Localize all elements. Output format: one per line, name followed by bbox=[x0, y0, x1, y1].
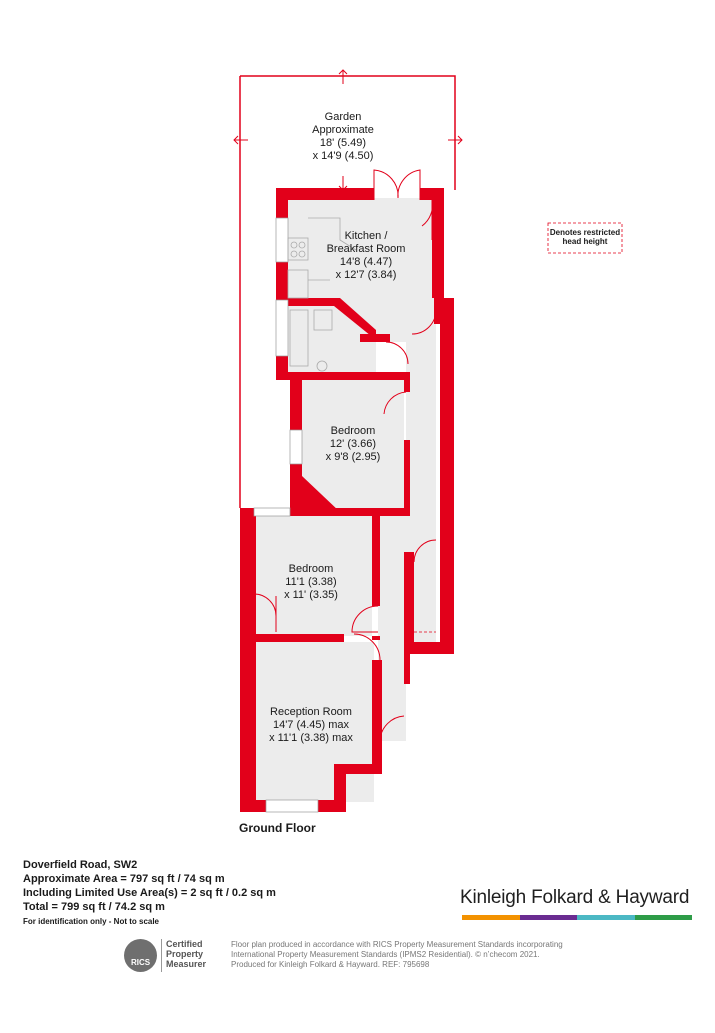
svg-text:Bedroom: Bedroom bbox=[289, 563, 334, 575]
brand-name: Kinleigh Folkard & Hayward bbox=[460, 887, 690, 908]
svg-text:x 9'8 (2.95): x 9'8 (2.95) bbox=[326, 451, 381, 463]
property-info: Doverfield Road, SW2 Approximate Area = … bbox=[23, 858, 276, 929]
brand-bar-green bbox=[634, 915, 692, 920]
brand-bar-purple bbox=[519, 915, 577, 920]
svg-text:x 12'7 (3.84): x 12'7 (3.84) bbox=[336, 269, 397, 281]
limited-use-area: Including Limited Use Area(s) = 2 sq ft … bbox=[23, 887, 276, 899]
svg-text:12' (3.66): 12' (3.66) bbox=[330, 438, 376, 450]
svg-text:x 11' (3.35): x 11' (3.35) bbox=[284, 589, 338, 601]
garden-label: Garden Approximate 18' (5.49) x 14'9 (4.… bbox=[312, 111, 374, 162]
svg-text:14'7 (4.45) max: 14'7 (4.45) max bbox=[273, 719, 350, 731]
brand-color-bar bbox=[462, 915, 692, 920]
rics-logo: RICS bbox=[124, 939, 157, 972]
svg-text:Garden: Garden bbox=[325, 111, 362, 123]
svg-text:Approximate: Approximate bbox=[312, 124, 374, 136]
brand-bar-orange bbox=[462, 915, 520, 920]
svg-text:x 14'9 (4.50): x 14'9 (4.50) bbox=[313, 150, 374, 162]
floor-label: Ground Floor bbox=[239, 821, 316, 835]
footer-note: Floor plan produced in accordance with R… bbox=[231, 940, 611, 970]
walls bbox=[240, 188, 454, 812]
address: Doverfield Road, SW2 bbox=[23, 859, 138, 871]
legend-line-1: Denotes restricted bbox=[549, 228, 621, 237]
bedroom-1-label: Bedroom 12' (3.66) x 9'8 (2.95) bbox=[326, 425, 381, 463]
rics-line-1: Certified bbox=[166, 939, 203, 949]
svg-text:x 11'1 (3.38) max: x 11'1 (3.38) max bbox=[269, 732, 353, 744]
kitchen-label: Kitchen / Breakfast Room 14'8 (4.47) x 1… bbox=[327, 230, 406, 281]
footer-line-1: Floor plan produced in accordance with R… bbox=[231, 940, 563, 949]
reception-room-label: Reception Room 14'7 (4.45) max x 11'1 (3… bbox=[269, 706, 353, 744]
svg-text:Kitchen /: Kitchen / bbox=[345, 230, 389, 242]
rics-line-2: Property bbox=[166, 949, 204, 959]
rics-certified-badge: RICS Certified Property Measurer bbox=[124, 939, 224, 972]
svg-text:18' (5.49): 18' (5.49) bbox=[320, 137, 366, 149]
total-area: Total = 799 sq ft / 74.2 sq m bbox=[23, 901, 165, 913]
rics-line-3: Measurer bbox=[166, 959, 207, 969]
kitchen-fixtures bbox=[287, 217, 357, 372]
brand-bar-teal bbox=[577, 915, 635, 920]
bedroom-2-label: Bedroom 11'1 (3.38) x 11' (3.35) bbox=[284, 563, 338, 601]
rics-badge-text: Certified Property Measurer bbox=[161, 939, 206, 972]
restricted-head-height-legend-box bbox=[547, 222, 623, 254]
doors bbox=[253, 169, 437, 741]
svg-text:Breakfast Room: Breakfast Room bbox=[327, 243, 406, 255]
footer-line-3: Produced for Kinleigh Folkard & Hayward.… bbox=[231, 960, 430, 969]
restricted-head-height-legend: Denotes restricted head height bbox=[548, 228, 622, 246]
svg-text:11'1 (3.38): 11'1 (3.38) bbox=[285, 576, 336, 588]
garden-outline bbox=[239, 75, 456, 508]
approximate-area: Approximate Area = 797 sq ft / 74 sq m bbox=[23, 873, 225, 885]
svg-text:14'8 (4.47): 14'8 (4.47) bbox=[340, 256, 392, 268]
footer-line-2: International Property Measurement Stand… bbox=[231, 950, 540, 959]
legend-line-2: head height bbox=[562, 237, 608, 246]
disclaimer: For identification only - Not to scale bbox=[23, 917, 160, 926]
svg-text:Bedroom: Bedroom bbox=[331, 425, 376, 437]
windows bbox=[253, 217, 319, 813]
svg-text:Reception Room: Reception Room bbox=[270, 706, 352, 718]
